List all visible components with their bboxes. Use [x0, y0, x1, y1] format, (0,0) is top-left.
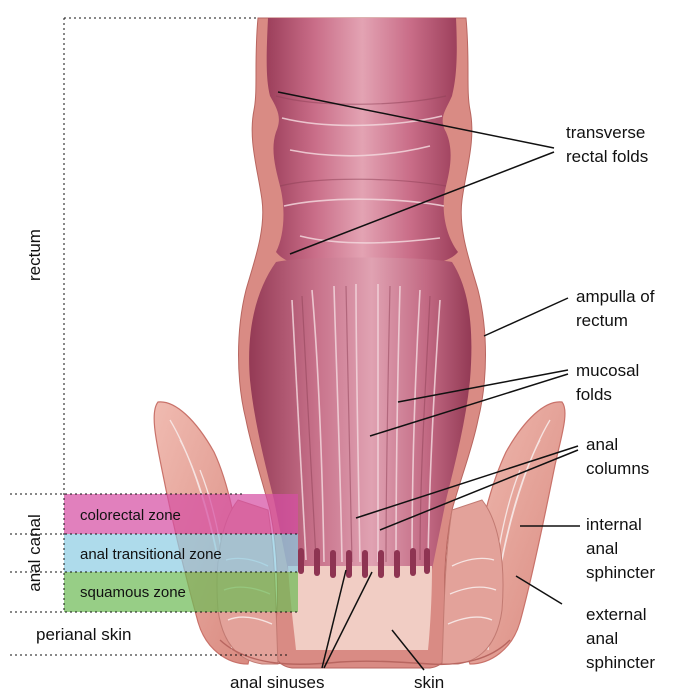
svg-text:columns: columns: [586, 459, 649, 478]
svg-text:transverse: transverse: [566, 123, 645, 142]
svg-text:mucosal: mucosal: [576, 361, 639, 380]
svg-text:internal: internal: [586, 515, 642, 534]
label-anal-columns: anal columns: [586, 435, 649, 478]
svg-text:sphincter: sphincter: [586, 653, 655, 672]
svg-text:anal: anal: [586, 435, 618, 454]
svg-text:rectum: rectum: [576, 311, 628, 330]
svg-text:ampulla of: ampulla of: [576, 287, 655, 306]
zone-label-2: squamous zone: [80, 584, 186, 601]
anal-canal-lumen: [288, 566, 432, 650]
svg-text:external: external: [586, 605, 646, 624]
zone-label-0: colorectal zone: [80, 507, 181, 524]
zone-overlays: colorectal zone anal transitional zone squ…: [10, 494, 298, 612]
label-mucosal-folds: mucosal folds: [576, 361, 639, 404]
region-label-perianal-skin: perianal skin: [36, 625, 131, 644]
rectal-lumen: [267, 18, 458, 266]
region-label-anal-canal: anal canal: [25, 514, 44, 592]
label-anal-sinuses: anal sinuses: [230, 673, 325, 692]
zone-label-1: anal transitional zone: [80, 546, 222, 563]
anal-column-marks: [298, 548, 430, 578]
svg-text:sphincter: sphincter: [586, 563, 655, 582]
svg-text:anal: anal: [586, 539, 618, 558]
svg-text:anal: anal: [586, 629, 618, 648]
region-label-rectum: rectum: [25, 229, 44, 281]
label-ampulla-of-rectum: ampulla of rectum: [576, 287, 655, 330]
label-internal-anal-sphincter: internal anal sphincter: [586, 515, 655, 582]
svg-text:rectal folds: rectal folds: [566, 147, 648, 166]
label-external-anal-sphincter: external anal sphincter: [586, 605, 655, 672]
svg-text:folds: folds: [576, 385, 612, 404]
label-skin: skin: [414, 673, 444, 692]
label-transverse-rectal-folds: transverse rectal folds: [566, 123, 648, 166]
